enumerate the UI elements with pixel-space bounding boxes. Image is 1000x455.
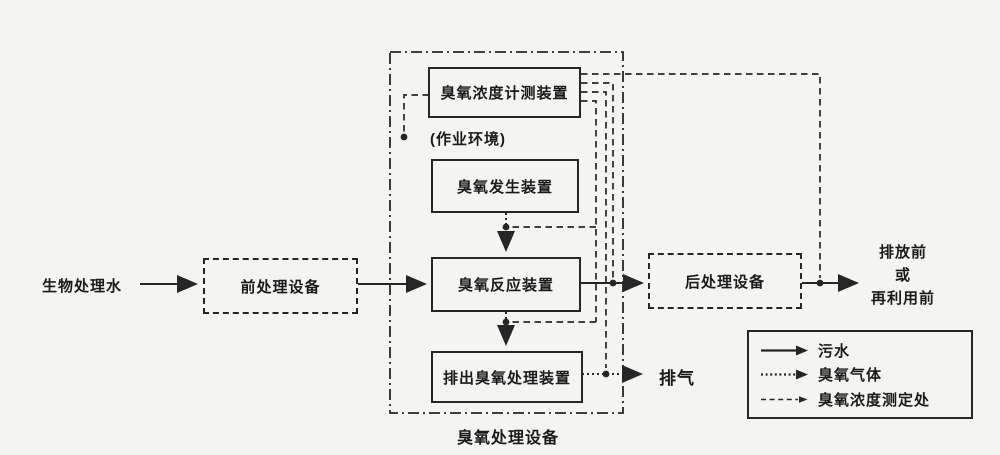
legend-dotted-arrow-icon xyxy=(761,369,808,380)
measure-point-generator-gas xyxy=(502,223,510,231)
ozone-system-frame-label: 臭氧处理设备 xyxy=(456,430,559,447)
measurement-device-box: 臭氧浓度计测装置 xyxy=(428,67,581,118)
legend-solid-arrow-icon xyxy=(761,345,808,355)
measure-line-exhaust-gas xyxy=(581,91,607,368)
measure-point-final-water xyxy=(816,279,824,287)
output-label: 排放前 或 再利用前 xyxy=(860,241,946,310)
measurement-device-label: 臭氧浓度计测装置 xyxy=(440,85,569,102)
generator-label: 臭氧发生装置 xyxy=(456,178,553,196)
legend-ozone-gas-label: 臭氧气体 xyxy=(818,367,883,384)
legend-row-wastewater: 污水 xyxy=(759,340,961,361)
measure-line-gas-branches xyxy=(511,100,597,323)
post-treatment-label: 后处理设备 xyxy=(684,273,765,291)
work-environment-label: (作业环境) xyxy=(430,131,506,148)
legend-box: 污水 臭氧气体 臭氧浓度测定处 xyxy=(747,330,973,419)
post-treatment-box: 后处理设备 xyxy=(648,253,802,309)
discharge-treatment-box: 排出臭氧处理装置 xyxy=(431,351,583,403)
measure-point-reactor-offgas xyxy=(502,318,510,326)
legend-row-measure-point: 臭氧浓度测定处 xyxy=(759,389,961,410)
exhaust-label: 排气 xyxy=(659,369,695,388)
output-label-line3: 再利用前 xyxy=(870,290,935,307)
measure-line-work-environment xyxy=(403,94,429,132)
legend-wastewater-label: 污水 xyxy=(818,342,851,360)
pre-treatment-box: 前处理设备 xyxy=(203,258,358,314)
measure-point-work-environment xyxy=(400,133,408,141)
legend-dashed-arrow-icon xyxy=(761,395,808,403)
reactor-box: 臭氧反应装置 xyxy=(431,257,581,312)
source-label: 生物处理水 xyxy=(42,278,123,295)
measure-point-exhaust xyxy=(602,370,610,378)
measure-point-reactor-water xyxy=(609,279,617,287)
pre-treatment-label: 前处理设备 xyxy=(240,278,321,296)
legend-row-ozone-gas: 臭氧气体 xyxy=(759,364,961,385)
measure-line-reactor-outlet-water xyxy=(581,82,614,278)
output-label-line2: 或 xyxy=(894,267,911,284)
reactor-label: 臭氧反应装置 xyxy=(457,277,554,294)
measure-line-final-water xyxy=(581,73,821,278)
generator-box: 臭氧发生装置 xyxy=(431,159,579,213)
discharge-treatment-label: 排出臭氧处理装置 xyxy=(442,369,571,387)
output-label-line1: 排放前 xyxy=(878,244,927,261)
legend-measure-point-label: 臭氧浓度测定处 xyxy=(818,391,931,409)
